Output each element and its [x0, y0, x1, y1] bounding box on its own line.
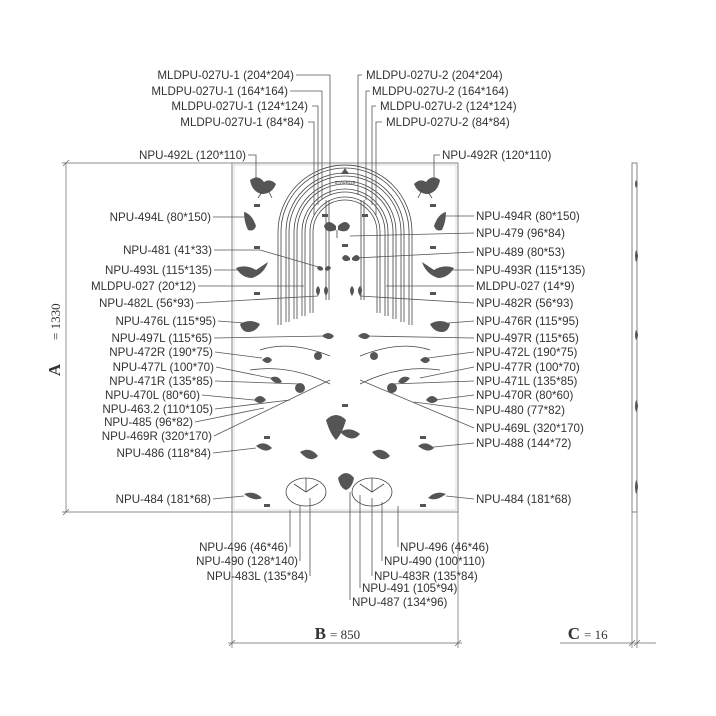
dimension-c: C = 16 [560, 512, 656, 648]
part-label: NPU-482R (56*93) [476, 297, 573, 310]
part-label: MLDPU-027U-1 (204*204) [157, 69, 294, 82]
part-label: NPU-488 (144*72) [476, 437, 572, 450]
part-label: MLDPU-027U-2 (204*204) [366, 69, 503, 82]
part-label: NPU-483R (135*84) [374, 570, 478, 583]
dimension-c-value: = 16 [584, 627, 608, 642]
part-label: NPU-493R (115*135) [476, 264, 585, 277]
part-label: NPU-476L (115*95) [115, 315, 216, 328]
part-label: NPU-471L (135*85) [476, 375, 578, 388]
part-label: NPU-492R (120*110) [442, 149, 551, 162]
part-label: NPU-472R (190*75) [109, 346, 213, 359]
brand-logo: STAVROS [335, 168, 356, 185]
part-label: NPU-497R (115*65) [476, 332, 579, 345]
part-label: MLDPU-027U-1 (124*124) [171, 100, 308, 113]
part-label: NPU-484 (181*68) [116, 493, 212, 506]
part-label: MLDPU-027 (20*12) [91, 280, 196, 293]
part-label: NPU-490 (100*110) [384, 555, 485, 568]
part-label: NPU-497L (115*65) [111, 332, 212, 345]
part-label: NPU-481 (41*33) [123, 244, 212, 257]
part-label: NPU-494L (80*150) [110, 211, 212, 224]
part-label: NPU-482L (56*93) [99, 297, 194, 310]
bird-ornament [250, 177, 276, 199]
part-label: NPU-485 (96*82) [104, 416, 193, 429]
dimension-b-value: = 850 [330, 627, 360, 642]
part-label: NPU-479 (96*84) [476, 227, 565, 240]
part-label: NPU-487 (134*96) [352, 596, 448, 609]
part-label: NPU-486 (118*84) [116, 447, 211, 460]
dimension-b-letter: B [315, 624, 326, 643]
part-label: NPU-484 (181*68) [476, 493, 572, 506]
brand-name: STAVROS [335, 180, 356, 185]
ornaments [236, 177, 454, 507]
part-label: NPU-463.2 (110*105) [102, 403, 213, 416]
part-label: NPU-491 (105*94) [362, 582, 458, 595]
labels: MLDPU-027U-1 (204*204) MLDPU-027U-1 (164… [91, 69, 586, 609]
door-panel [231, 162, 459, 513]
part-label: MLDPU-027U-2 (164*164) [372, 85, 509, 98]
part-label: NPU-469L (320*170) [476, 422, 584, 435]
part-label: NPU-471R (135*85) [109, 375, 213, 388]
part-label: NPU-489 (80*53) [476, 246, 565, 259]
part-label: NPU-490 (128*140) [196, 555, 298, 568]
butterfly-ornament [324, 222, 350, 238]
dimension-a-letter: A [45, 363, 64, 376]
part-label: MLDPU-027U-1 (84*84) [180, 116, 304, 129]
part-label: NPU-496 (46*46) [400, 541, 489, 554]
part-label: NPU-470L (80*60) [105, 389, 200, 402]
part-label: NPU-494R (80*150) [476, 210, 580, 223]
part-label: NPU-496 (46*46) [199, 541, 288, 554]
part-label: NPU-476R (115*95) [476, 315, 579, 328]
part-label: NPU-472L (190*75) [476, 346, 578, 359]
dimension-a-value: = 1330 [48, 303, 63, 340]
part-label: MLDPU-027U-2 (124*124) [380, 100, 517, 113]
part-label: MLDPU-027U-1 (164*164) [151, 85, 288, 98]
dimension-b: B = 850 [228, 512, 462, 648]
part-label: NPU-469R (320*170) [102, 430, 212, 443]
part-label: NPU-470R (80*60) [476, 389, 573, 402]
part-label: MLDPU-027 (14*9) [476, 280, 575, 293]
panel-side-profile [631, 162, 638, 513]
part-label: NPU-480 (77*82) [476, 404, 565, 417]
part-label: NPU-477R (100*70) [476, 361, 580, 374]
part-label: MLDPU-027U-2 (84*84) [386, 116, 510, 129]
part-label: NPU-493L (115*135) [105, 264, 212, 277]
dimension-c-letter: C [568, 624, 580, 643]
bird-ornament [414, 177, 440, 199]
leader-lines [194, 74, 475, 600]
dimension-a: A = 1330 [45, 159, 232, 516]
part-label: NPU-483L (135*84) [207, 570, 309, 583]
part-label: NPU-492L (120*110) [139, 149, 246, 162]
part-label: NPU-477L (100*70) [113, 361, 215, 374]
